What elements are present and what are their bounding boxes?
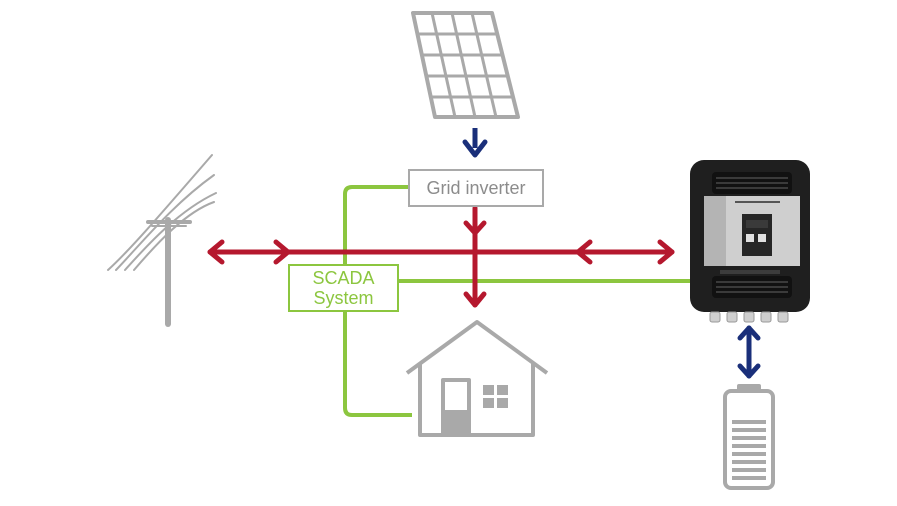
solar-panel-icon <box>411 11 520 119</box>
house-icon <box>405 320 549 437</box>
dc-arrow-inverter-battery <box>737 325 761 379</box>
scada-communication-lines <box>343 185 690 417</box>
utility-pole-icon <box>107 154 217 327</box>
inverter-charger-device <box>690 160 810 323</box>
scada-label-line2: System <box>313 288 374 308</box>
scada-system-box: SCADA System <box>288 264 399 312</box>
dc-arrow-solar-to-inverter <box>462 128 488 158</box>
scada-label-line1: SCADA <box>312 268 375 288</box>
grid-inverter-label: Grid inverter <box>426 177 526 198</box>
battery-icon <box>723 384 775 490</box>
grid-inverter-box: Grid inverter <box>408 169 544 207</box>
ac-power-lines <box>207 205 675 308</box>
